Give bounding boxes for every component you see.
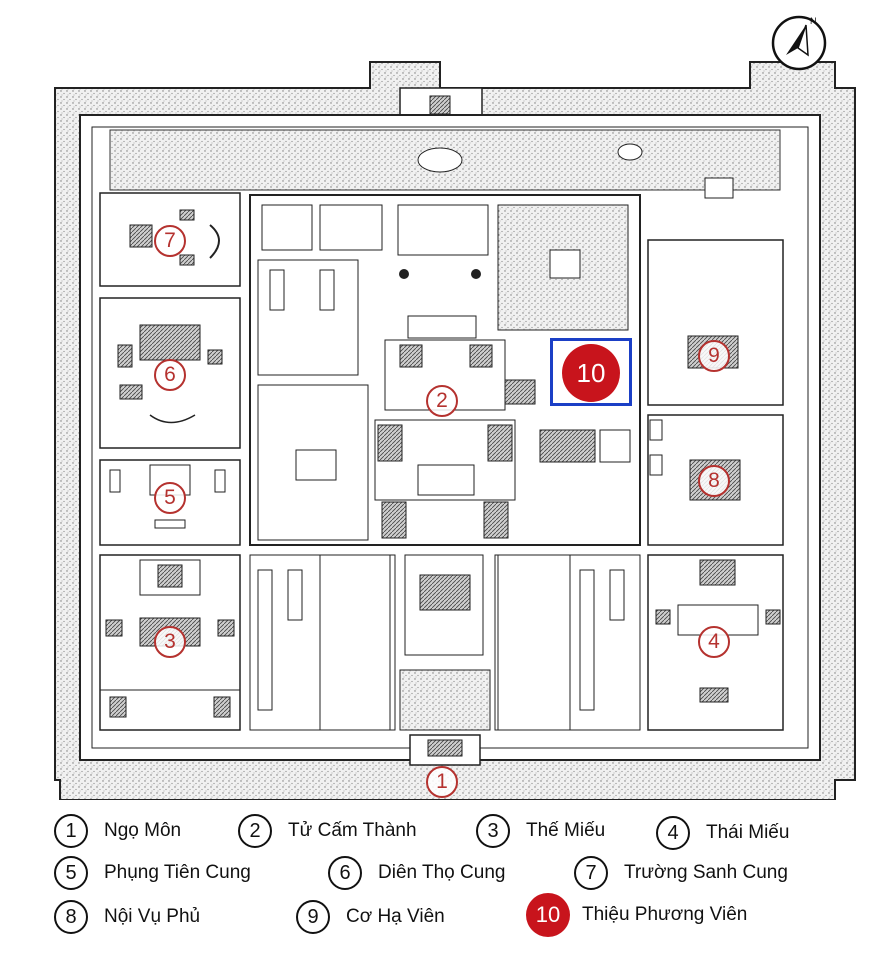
legend-number: 8 <box>54 900 88 934</box>
legend-item-9[interactable]: 9 Cơ Hạ Viên <box>296 897 445 937</box>
map-marker-6[interactable]: 6 <box>154 359 186 391</box>
map-marker-5[interactable]: 5 <box>154 482 186 514</box>
legend-number: 2 <box>238 814 272 848</box>
legend-number: 1 <box>54 814 88 848</box>
marker-number: 1 <box>436 770 448 793</box>
legend-number: 5 <box>54 856 88 890</box>
selection-highlight-box <box>550 338 632 406</box>
map-marker-9[interactable]: 9 <box>698 340 730 372</box>
citadel-plan-drawing <box>54 61 856 800</box>
compass-north-arrow-icon: N <box>771 15 827 71</box>
legend-label: Cơ Hạ Viên <box>346 906 445 927</box>
legend-item-5[interactable]: 5 Phụng Tiên Cung <box>54 853 251 893</box>
legend-label: Thiệu Phương Viên <box>582 904 748 925</box>
legend-number: 3 <box>476 814 510 848</box>
legend-label: Ngọ Môn <box>104 820 182 841</box>
legend-number: 4 <box>656 816 690 850</box>
legend-item-10[interactable]: 10 Thiệu Phương Viên <box>526 893 748 937</box>
legend-number: 9 <box>296 900 330 934</box>
legend-label: Diên Thọ Cung <box>378 862 506 883</box>
marker-number: 10 <box>576 357 606 388</box>
legend-item-7[interactable]: 7 Trường Sanh Cung <box>574 853 788 893</box>
legend-label: Nội Vụ Phủ <box>104 906 201 927</box>
citadel-map: N 1 2 3 4 5 6 7 8 9 10 <box>54 15 856 800</box>
marker-number: 3 <box>164 630 176 653</box>
marker-number: 2 <box>436 389 448 412</box>
marker-number: 5 <box>164 486 176 509</box>
legend-item-8[interactable]: 8 Nội Vụ Phủ <box>54 897 200 937</box>
map-marker-7[interactable]: 7 <box>154 225 186 257</box>
map-marker-3[interactable]: 3 <box>154 626 186 658</box>
marker-number: 8 <box>708 469 720 492</box>
legend-label: Thế Miếu <box>526 820 606 841</box>
legend-item-6[interactable]: 6 Diên Thọ Cung <box>328 853 505 893</box>
marker-number: 6 <box>164 363 176 386</box>
legend-item-2[interactable]: 2 Tử Cấm Thành <box>238 811 417 851</box>
map-marker-10[interactable]: 10 <box>562 344 620 402</box>
map-legend: 1 Ngọ Môn 2 Tử Cấm Thành 3 Thế Miếu 4 Th… <box>0 805 895 962</box>
map-marker-8[interactable]: 8 <box>698 465 730 497</box>
legend-label: Thái Miếu <box>706 822 790 843</box>
legend-label: Tử Cấm Thành <box>288 820 417 841</box>
legend-item-1[interactable]: 1 Ngọ Môn <box>54 811 181 851</box>
legend-number: 10 <box>526 893 570 937</box>
marker-number: 4 <box>708 630 720 653</box>
map-marker-1[interactable]: 1 <box>426 766 458 798</box>
marker-number: 7 <box>164 229 176 252</box>
legend-label: Phụng Tiên Cung <box>104 862 251 883</box>
legend-label: Trường Sanh Cung <box>624 862 788 883</box>
legend-number: 6 <box>328 856 362 890</box>
legend-number: 7 <box>574 856 608 890</box>
legend-item-3[interactable]: 3 Thế Miếu <box>476 811 605 851</box>
marker-number: 9 <box>708 344 720 367</box>
compound-9 <box>647 239 784 406</box>
legend-item-4[interactable]: 4 Thái Miếu <box>656 813 789 853</box>
map-marker-4[interactable]: 4 <box>698 626 730 658</box>
map-marker-2[interactable]: 2 <box>426 385 458 417</box>
compass-label: N <box>810 16 817 26</box>
